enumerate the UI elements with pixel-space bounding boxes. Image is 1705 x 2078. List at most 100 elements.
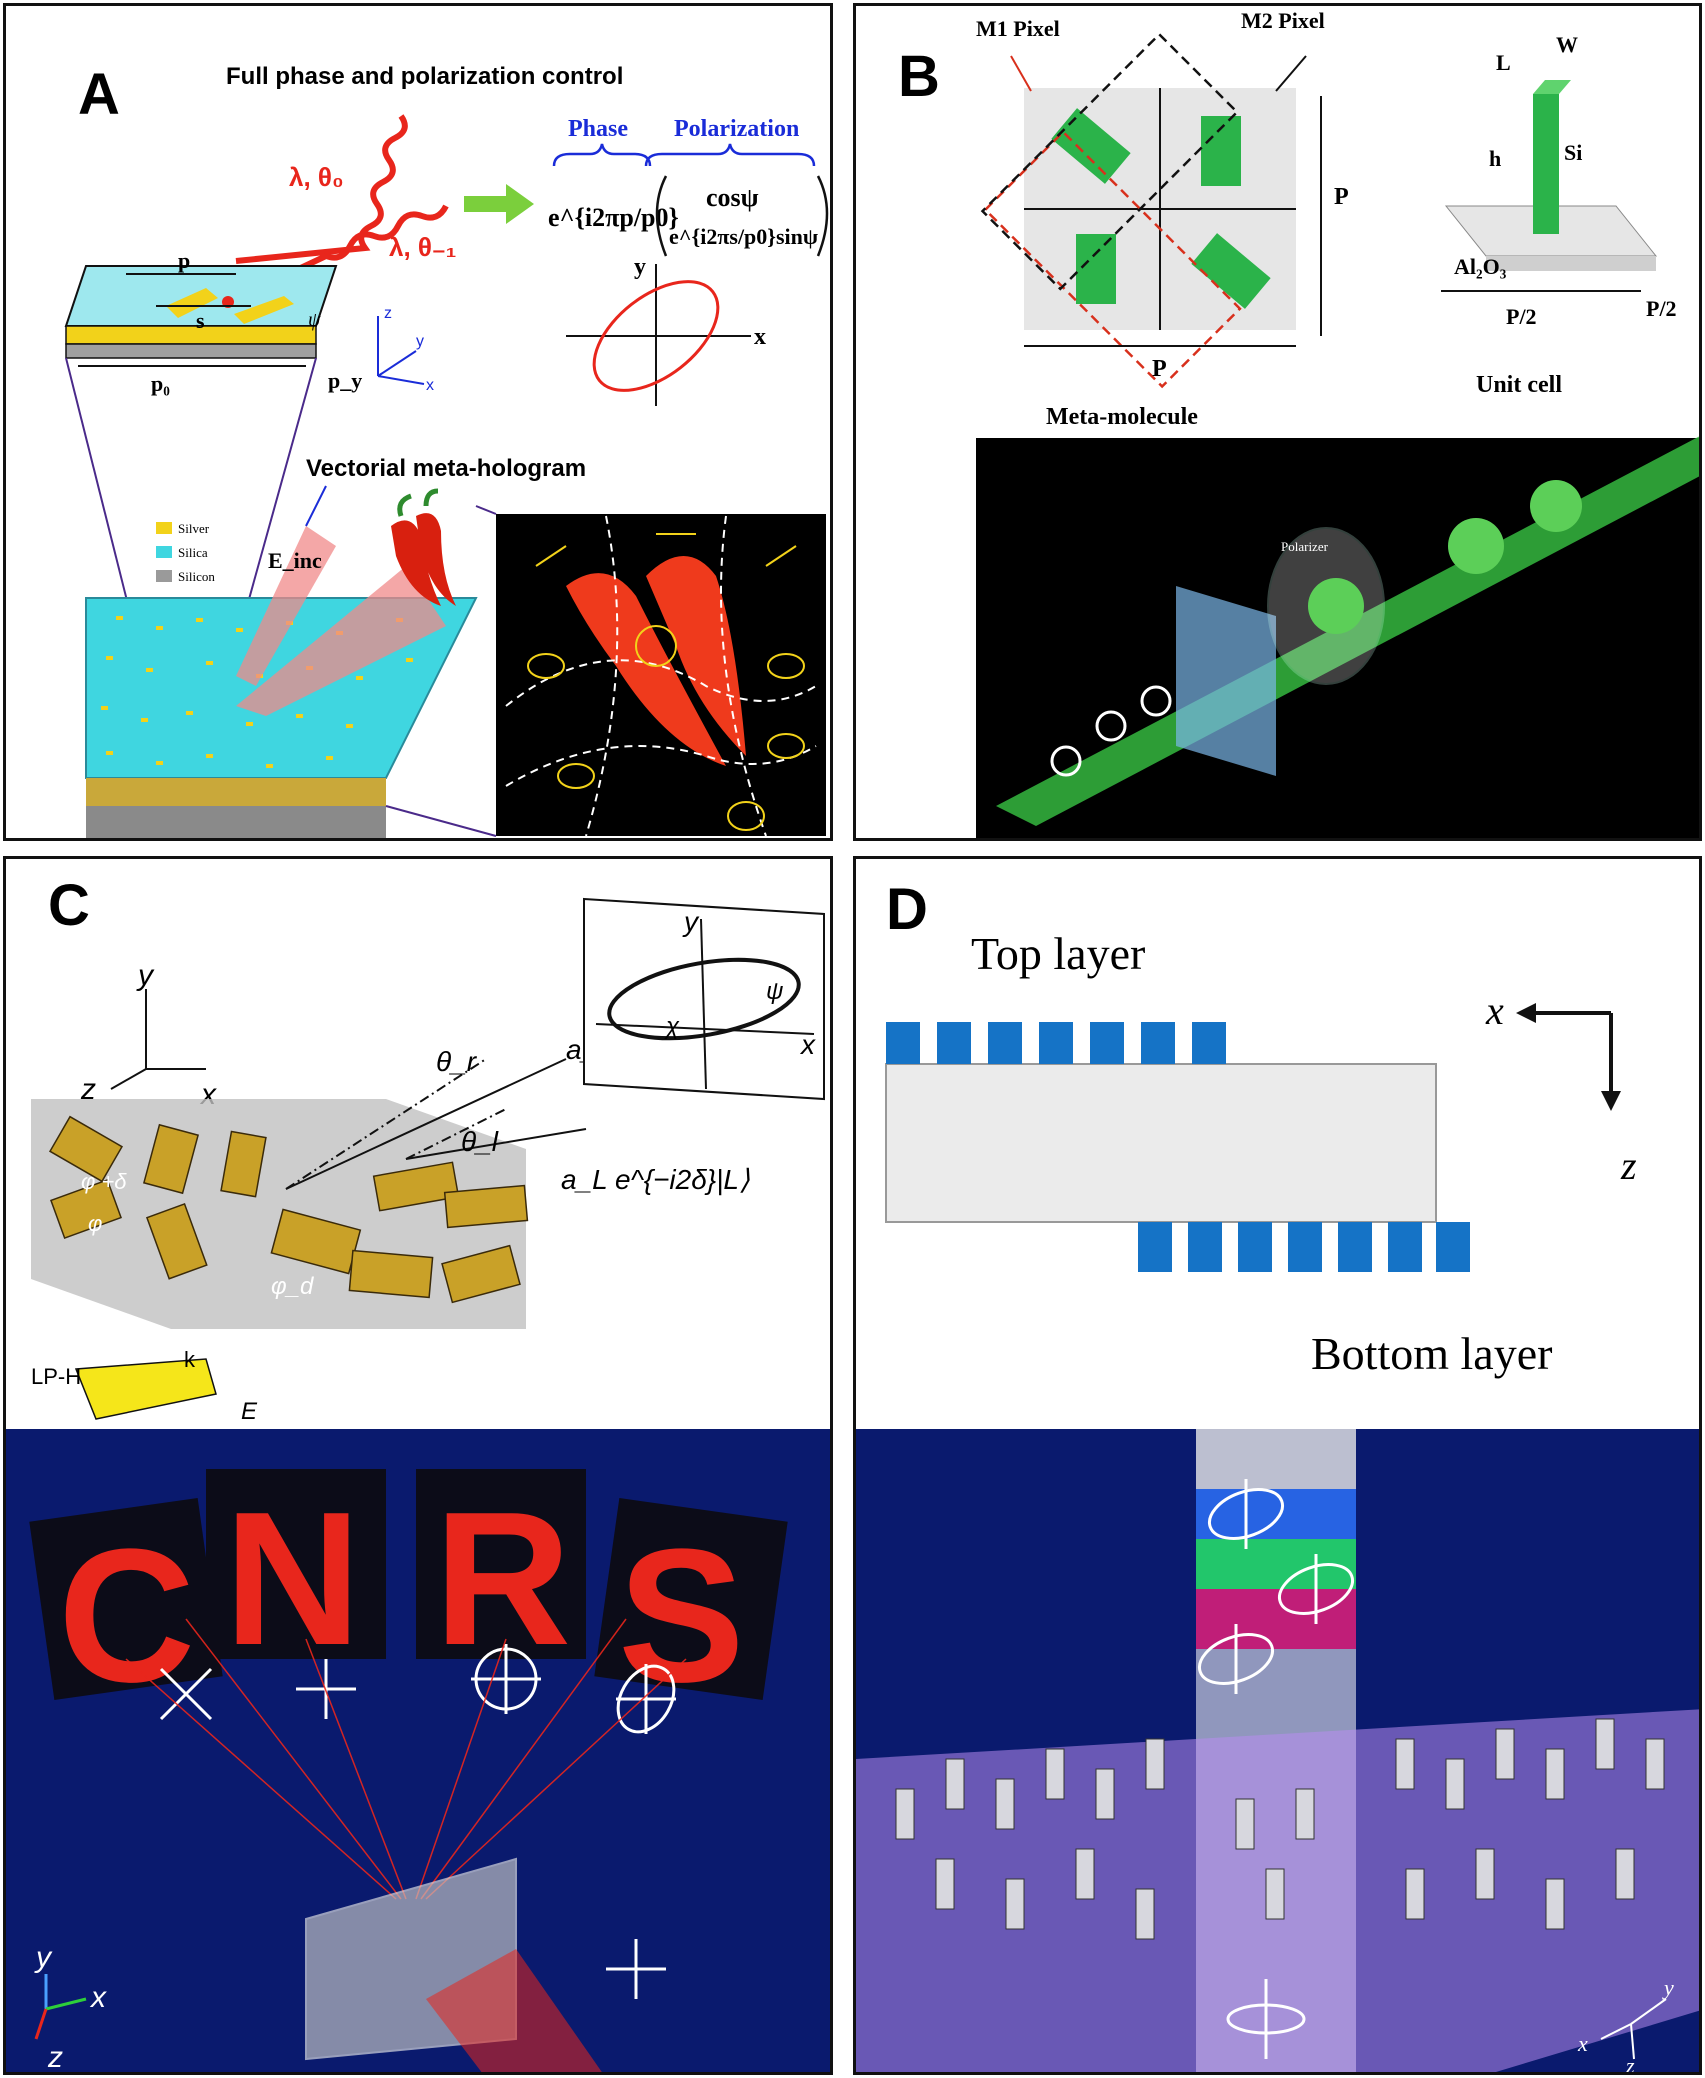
panel-d-label: D: [886, 877, 928, 942]
bottom-y-label: y: [34, 1941, 53, 1974]
inset-ellipse: [607, 957, 801, 1041]
c-nanobricks: [48, 1115, 529, 1304]
matrix-left-paren: [655, 175, 668, 257]
d-x-label: x: [1485, 988, 1504, 1033]
dim-p: p: [178, 248, 190, 273]
unit-cell-h: h: [1489, 146, 1501, 171]
unit-cell-pillar: [1533, 94, 1559, 234]
meta-molecule-label: Meta-molecule: [1046, 404, 1198, 430]
m1-arrow: [1010, 55, 1032, 92]
lph-wave-icon: [74, 1358, 217, 1420]
legend-swatch-silica: [156, 546, 172, 558]
panel-b-label: B: [898, 44, 940, 109]
metasurface-plate: [1176, 586, 1276, 776]
substrate-cross-section: [885, 1063, 1437, 1223]
hologram-ellipses: [527, 533, 805, 831]
bilayer-pillars: [895, 1718, 1665, 1940]
incident-red-beam: [426, 1949, 602, 2072]
metasurface-silicon: [86, 806, 386, 838]
ray-l: [405, 1128, 587, 1160]
letter-r: R: [434, 1473, 571, 1685]
bottom-layer-label: Bottom layer: [1311, 1328, 1552, 1379]
cnrs-rays: [125, 1618, 687, 1900]
legend-swatch-silicon: [156, 570, 172, 582]
green-arrow-icon: [464, 184, 534, 224]
polarizer-label: Polarizer: [1281, 539, 1329, 554]
incident-beam: [235, 114, 408, 264]
psi-label: ψ: [766, 978, 783, 1005]
photo-y-axis: [1630, 1998, 1667, 2025]
chi-label: χ: [664, 1013, 680, 1040]
letter-card-s: [594, 1498, 788, 1700]
c-z-axis: [110, 1068, 147, 1090]
e-inc-arrow: [305, 485, 327, 527]
d-x-arrow: [1516, 1003, 1536, 1023]
panel-c-figure: C y z x φ +δ φ φ_d θ_r θ_l a_R |R⟩ a_L e…: [6, 873, 830, 2072]
beam-red: [1196, 1589, 1356, 1649]
d-pol-symbols: [1198, 1479, 1354, 2059]
polarization-ellipse: [592, 280, 720, 392]
beam-in-label: λ, θ₀: [289, 162, 344, 192]
dim-p-bottom: P: [1152, 356, 1167, 382]
unit-cell-si: Si: [1564, 140, 1582, 165]
nanorod-1: [166, 288, 218, 318]
phase-label: Phase: [568, 116, 628, 142]
phi-label: φ: [88, 1211, 102, 1236]
mini-y-label: y: [416, 333, 424, 350]
d-z-arrow: [1601, 1091, 1621, 1111]
matrix-bottom: e^{i2πs/p0}sinψ: [669, 224, 818, 249]
nanorod-2: [234, 296, 294, 324]
top-layer-pillars: [886, 1022, 1226, 1064]
unit-cell-silver: [65, 325, 317, 345]
unit-cell-substrate-side: [1486, 256, 1656, 271]
polarization-label: Polarization: [674, 116, 799, 142]
metasurface-silver: [86, 778, 386, 806]
k-label: k: [184, 1347, 196, 1372]
panel-a: A Full phase and polarization control λ,…: [3, 3, 833, 841]
pepper-icon: [391, 513, 456, 606]
phase-brace: [552, 143, 652, 167]
unit-cell-al: Al₂O₃: [1454, 254, 1507, 279]
pol-circle-1: [1050, 745, 1082, 777]
beam-blue: [1196, 1489, 1356, 1539]
letter-n: N: [224, 1473, 361, 1685]
pepper-stem: [397, 488, 439, 517]
subtitle-meta-hologram: Vectorial meta-hologram: [306, 455, 586, 482]
beam-white: [1196, 1429, 1356, 1489]
zoom-line-holo-bottom: [385, 805, 497, 837]
top-layer-label: Top layer: [971, 928, 1145, 979]
hologram-shape-1: [1448, 518, 1504, 574]
panel-c-label: C: [48, 873, 90, 938]
panel-d-figure: D Top layer x z Bottom layer: [856, 877, 1699, 2072]
pillar-4: [1191, 233, 1271, 309]
dim-py: p_y: [328, 368, 362, 393]
panel-c: C y z x φ +δ φ φ_d θ_r θ_l a_R |R⟩ a_L e…: [3, 856, 833, 2075]
phi-d-label: φ_d: [271, 1273, 314, 1300]
c-y-label: y: [136, 959, 155, 992]
mini-x-label: x: [426, 377, 434, 394]
c-z-label: z: [80, 1073, 96, 1106]
dim-s: s: [196, 308, 205, 333]
pol-circle-3: [1140, 685, 1172, 717]
m1-pixel-outline: [983, 130, 1242, 389]
legend-silicon: Silicon: [178, 569, 215, 584]
bottom-x-axis: [45, 1997, 87, 2011]
unit-half-bottom: P/2: [1506, 304, 1537, 329]
legend-silica: Silica: [178, 545, 208, 560]
mini-y-axis: [377, 350, 417, 377]
bottom-x-label: x: [89, 1981, 107, 2014]
theta-r-label: θ_r: [436, 1046, 478, 1077]
pol-circle-2: [1095, 710, 1127, 742]
ray-l-ref: [405, 1108, 507, 1160]
panel-b-figure: B M1 Pixel M2 Pixel P P Meta-molecule L …: [898, 8, 1699, 838]
panel-a-label: A: [78, 62, 120, 127]
phi-delta-label: φ +δ: [81, 1169, 127, 1194]
photo-y-label: y: [1662, 1975, 1674, 2000]
m2-pixel-outline: [980, 32, 1239, 291]
hologram-shape-2: [1530, 480, 1582, 532]
matrix-top: cosψ: [706, 183, 759, 212]
mini-x-axis: [377, 375, 425, 385]
inset-y-label: y: [682, 906, 700, 937]
diffracted-beam: [239, 204, 449, 299]
strawberry-shape: [1308, 578, 1364, 634]
